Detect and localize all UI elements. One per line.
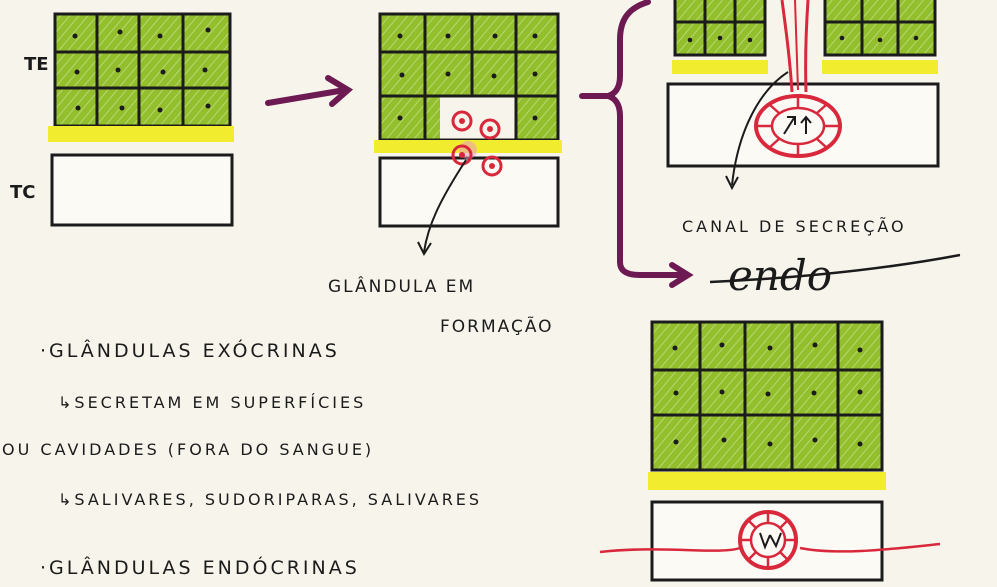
note-endocrinas-title: ·GLÂNDULAS ENDÓCRINAS (40, 557, 360, 579)
note-exocrinas-line3: ↳SALIVARES, SUDORIPARAS, SALIVARES (58, 490, 483, 509)
connective-tissue-box-2 (378, 156, 560, 228)
process-arrow-1 (265, 75, 354, 107)
exocrine-acinus (754, 94, 842, 158)
basement-membrane-1 (48, 126, 234, 142)
label-canal-de-secrecao: CANAL DE SECREÇÃO (682, 217, 907, 236)
note-exocrinas-title: ·GLÂNDULAS EXÓCRINAS (40, 340, 340, 362)
panel-4-epithelium (650, 320, 884, 472)
endocrine-cluster (738, 510, 798, 570)
note-exocrinas-line1: ↳SECRETAM EM SUPERFÍCIES (58, 393, 367, 412)
basement-membrane-3a (672, 60, 768, 74)
label-tc: TC (10, 182, 36, 203)
secretion-duct (780, 0, 810, 93)
label-formacao: FORMAÇÃO (440, 315, 554, 337)
connective-tissue-box-1 (50, 153, 234, 227)
branch-arrow (579, 0, 694, 288)
panel-2-epithelium (378, 12, 560, 142)
pointer-line-canal (731, 71, 789, 186)
pointer-arrowhead-canal (725, 175, 739, 191)
endo-underline (709, 253, 961, 284)
panel-3-epithelium (673, 0, 937, 57)
pointer-line-forming (423, 159, 467, 253)
label-te: TE (24, 54, 49, 75)
panel-1-epithelium (53, 12, 232, 128)
label-glandula-em: GLÂNDULA EM (328, 275, 475, 297)
forming-gland-cells (451, 110, 503, 177)
basement-membrane-3b (822, 60, 938, 74)
pointer-arrowhead-forming (417, 241, 432, 257)
blood-vessel (599, 542, 941, 554)
basement-membrane-4 (648, 472, 886, 490)
note-exocrinas-line2: OU CAVIDADES (FORA DO SANGUE) (2, 440, 375, 459)
